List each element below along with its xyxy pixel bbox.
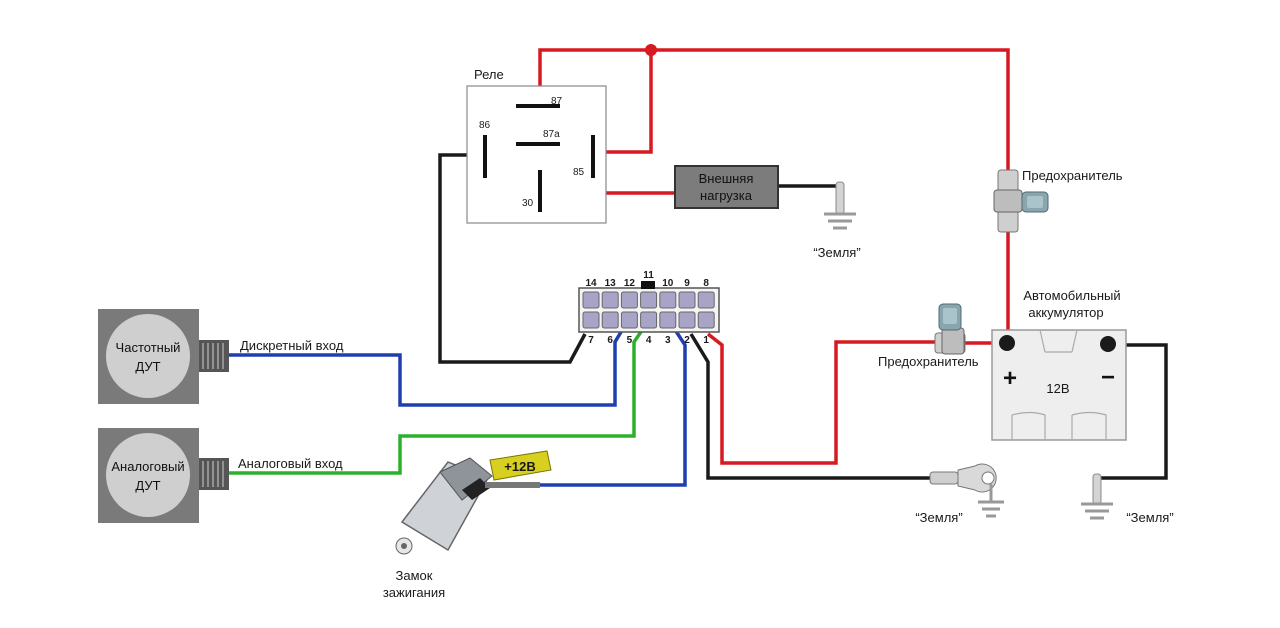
- connector-top-pin-label: 13: [605, 278, 617, 289]
- connector-top-pin-label: 8: [703, 278, 709, 289]
- battery-voltage: 12В: [1046, 381, 1069, 396]
- ground-label-load: “Земля”: [813, 245, 860, 260]
- connector-pin-1: [697, 311, 715, 329]
- external-load-label-1: Внешняя: [699, 171, 754, 186]
- fuse-bottom: [934, 303, 966, 355]
- ground-label-chassis: “Земля”: [915, 510, 962, 525]
- wire-junction-dot: [645, 44, 657, 56]
- fuse-bottom-label: Предохранитель: [878, 354, 979, 369]
- battery-title-2: аккумулятор: [1028, 305, 1103, 320]
- connector-bottom-pin-label: 1: [703, 335, 709, 346]
- relay-box: [466, 85, 607, 224]
- connector-bottom-pin-label: 7: [588, 335, 594, 346]
- ignition-12v-tag: [489, 450, 552, 481]
- analog-sensor-label-1: Аналоговый: [111, 459, 184, 474]
- frequency-sensor-label-1: Частотный: [116, 340, 181, 355]
- connector-bottom-pin-label: 2: [684, 335, 690, 346]
- connector-pin-3: [659, 311, 677, 329]
- battery-terminal-minus: [1100, 336, 1116, 352]
- connector-pin-6: [601, 311, 619, 329]
- wire-blue-discrete-input: [228, 326, 626, 407]
- analog-input-label: Аналоговый вход: [238, 456, 343, 471]
- fuse-top-label: Предохранитель: [1022, 168, 1123, 183]
- connector-bottom-pin-label: 4: [646, 335, 652, 346]
- ignition-label-1: Замок: [396, 568, 433, 583]
- analog-fuel-sensor: Аналоговый ДУТ: [98, 428, 229, 523]
- connector-bottom-pin-label: 6: [607, 335, 613, 346]
- ground-symbol-battery: [1081, 473, 1113, 520]
- wire-black-relay-86-to-pin7: [438, 153, 587, 364]
- battery-plus-sign: +: [1003, 365, 1017, 392]
- connector-bottom-pin-label: 5: [627, 335, 633, 346]
- connector-pin-12: [620, 291, 638, 309]
- frequency-fuel-sensor: Частотный ДУТ: [98, 309, 229, 404]
- connector-top-pin-label: 9: [684, 278, 690, 289]
- frequency-sensor-label-2: ДУТ: [135, 359, 160, 374]
- ignition-label-2: зажигания: [383, 585, 445, 600]
- connector-pin-2: [678, 311, 696, 329]
- relay-title: Реле: [474, 67, 504, 82]
- relay-pin-87a-label: 87a: [543, 129, 560, 140]
- relay-pin-30-label: 30: [522, 198, 534, 209]
- wire-red-junction-to-relay-85: [595, 50, 653, 154]
- car-battery: + − 12В: [991, 329, 1127, 441]
- connector-pin-10: [659, 291, 677, 309]
- connector-pin-5: [620, 311, 638, 329]
- battery-minus-sign: −: [1101, 364, 1115, 391]
- connector-key: [641, 281, 655, 289]
- fuse-top: [993, 169, 1049, 233]
- ground-ring-lug: [929, 463, 1004, 518]
- relay: Реле 87 86 87a 85 30: [466, 67, 607, 224]
- wire-red-relay-87-to-fuse: [538, 48, 1010, 180]
- connector-top-pin-label: 11: [643, 270, 654, 281]
- external-load: Внешняя нагрузка: [674, 165, 779, 209]
- battery-terminal-plus: [999, 335, 1015, 351]
- connector-top-pin-label: 12: [624, 278, 636, 289]
- wire-black-battery-minus-to-ground: [1100, 343, 1168, 480]
- wire-red-pin1-to-battery: [706, 332, 940, 465]
- connector-14pin: [578, 281, 720, 333]
- wire-black-pin2-to-ground: [689, 333, 930, 480]
- connector-pin-9: [678, 291, 696, 309]
- connector-pin-8: [697, 291, 715, 309]
- external-load-box: [674, 165, 779, 209]
- relay-pin-87-label: 87: [551, 96, 563, 107]
- analog-sensor-label-2: ДУТ: [135, 478, 160, 493]
- external-load-label-2: нагрузка: [700, 188, 753, 203]
- connector-top-pin-label: 14: [585, 278, 597, 289]
- connector-pin-13: [601, 291, 619, 309]
- wire-blue-ignition: [540, 321, 687, 487]
- battery-title-1: Автомобильный: [1023, 288, 1120, 303]
- ignition-voltage-tag: +12В: [504, 459, 535, 474]
- discrete-input-label: Дискретный вход: [240, 338, 344, 353]
- ground-symbol-load: [824, 181, 856, 230]
- ignition-switch: +12В: [395, 450, 552, 555]
- connector-bottom-pin-label: 3: [665, 335, 671, 346]
- relay-pin-85-label: 85: [573, 167, 585, 178]
- connector-pin-7: [582, 311, 600, 329]
- ground-label-battery: “Земля”: [1126, 510, 1173, 525]
- connector-pin-11: [640, 291, 658, 309]
- connector-pin-4: [640, 311, 658, 329]
- wire-green-analog-input: [228, 325, 647, 475]
- relay-pin-86-label: 86: [479, 120, 491, 131]
- connector-pin-14: [582, 291, 600, 309]
- connector-top-pin-label: 10: [662, 278, 674, 289]
